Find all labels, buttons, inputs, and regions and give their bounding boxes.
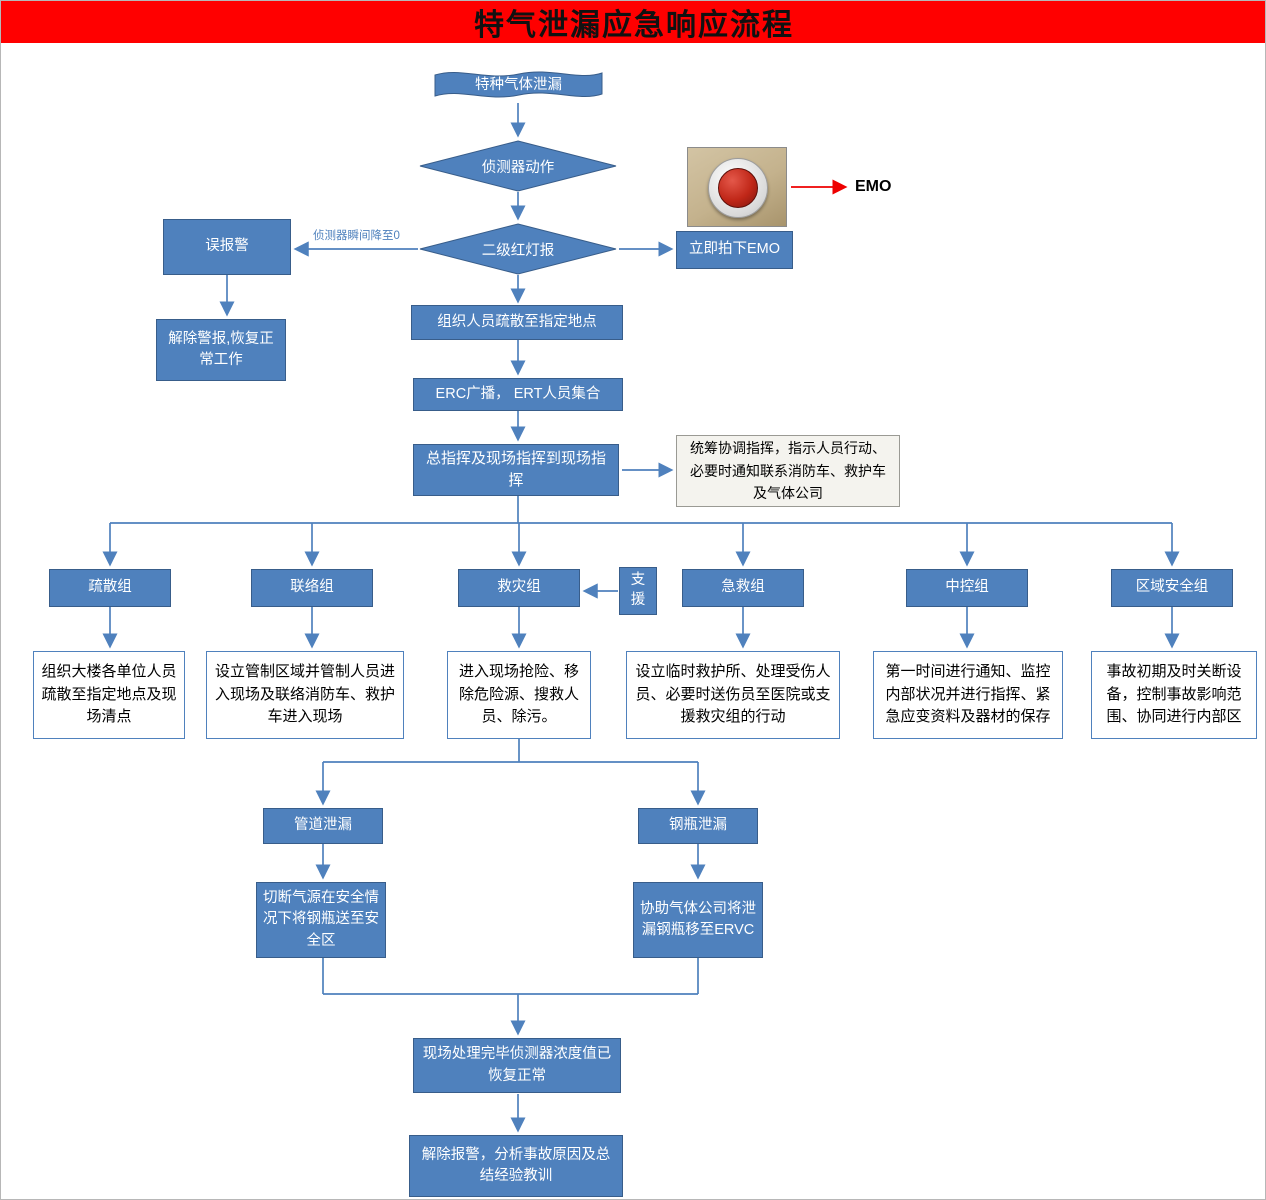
detector-drop-edge-label: 侦测器瞬间降至0 — [313, 230, 400, 242]
recovery-box: 现场处理完毕侦测器浓度值已恢复正常 — [413, 1038, 621, 1093]
start-node: 特种气体泄漏 — [431, 65, 606, 103]
emo-label: EMO — [855, 178, 892, 195]
clear-alarm-box: 解除警报,恢复正常工作 — [156, 319, 286, 381]
red-alarm-label: 二级红灯报 — [481, 242, 555, 259]
group-evacuation-desc: 组织大楼各单位人员疏散至指定地点及现场清点 — [33, 651, 185, 739]
false-alarm-box: 误报警 — [163, 219, 291, 275]
group-central-control: 中控组 — [906, 569, 1028, 607]
group-area-safety: 区域安全组 — [1111, 569, 1233, 607]
page-title: 特气泄漏应急响应流程 — [1, 1, 1265, 43]
commander-box: 总指挥及现场指挥到现场指挥 — [413, 444, 619, 496]
diamond-shape-icon — [419, 140, 617, 192]
cylinder-action-box: 协助气体公司将泄漏钢瓶移至ERVC — [633, 882, 763, 958]
press-emo-box: 立即拍下EMO — [676, 231, 793, 269]
group-central-control-desc: 第一时间进行通知、监控内部状况并进行指挥、紧急应变资料及器材的保存 — [873, 651, 1063, 739]
detector-decision: 侦测器动作 — [418, 140, 618, 192]
group-liaison: 联络组 — [251, 569, 373, 607]
group-area-safety-desc: 事故初期及时关断设备，控制事故影响范围、协同进行内部区 — [1091, 651, 1257, 739]
diamond-shape-icon — [419, 223, 617, 275]
group-rescue-desc: 进入现场抢险、移除危险源、搜救人员、除污。 — [447, 651, 591, 739]
emo-button-knob — [718, 168, 758, 208]
cylinder-leak-box: 钢瓶泄漏 — [638, 808, 758, 844]
flag-shape-icon — [434, 71, 603, 98]
pipe-action-box: 切断气源在安全情况下将钢瓶送至安全区 — [256, 882, 386, 958]
support-box: 支援 — [619, 567, 657, 615]
evacuate-box: 组织人员疏散至指定地点 — [411, 305, 623, 340]
coordination-note: 统筹协调指挥，指示人员行动、必要时通知联系消防车、救护车及气体公司 — [676, 435, 900, 507]
final-box: 解除报警，分析事故原因及总结经验教训 — [409, 1135, 623, 1197]
pipe-leak-box: 管道泄漏 — [263, 808, 383, 844]
group-liaison-desc: 设立管制区域并管制人员进入现场及联络消防车、救护车进入现场 — [206, 651, 404, 739]
erc-broadcast-box: ERC广播， ERT人员集合 — [413, 378, 623, 411]
support-label: 支援 — [630, 572, 646, 608]
group-evacuation: 疏散组 — [49, 569, 171, 607]
red-alarm-decision: 二级红灯报 — [418, 223, 618, 275]
emo-button-photo — [687, 147, 787, 227]
detector-label: 侦测器动作 — [481, 159, 555, 176]
group-rescue: 救灾组 — [458, 569, 580, 607]
start-label: 特种气体泄漏 — [475, 76, 562, 93]
group-first-aid-desc: 设立临时救护所、处理受伤人员、必要时送伤员至医院或支援救灾组的行动 — [626, 651, 840, 739]
group-first-aid: 急救组 — [682, 569, 804, 607]
